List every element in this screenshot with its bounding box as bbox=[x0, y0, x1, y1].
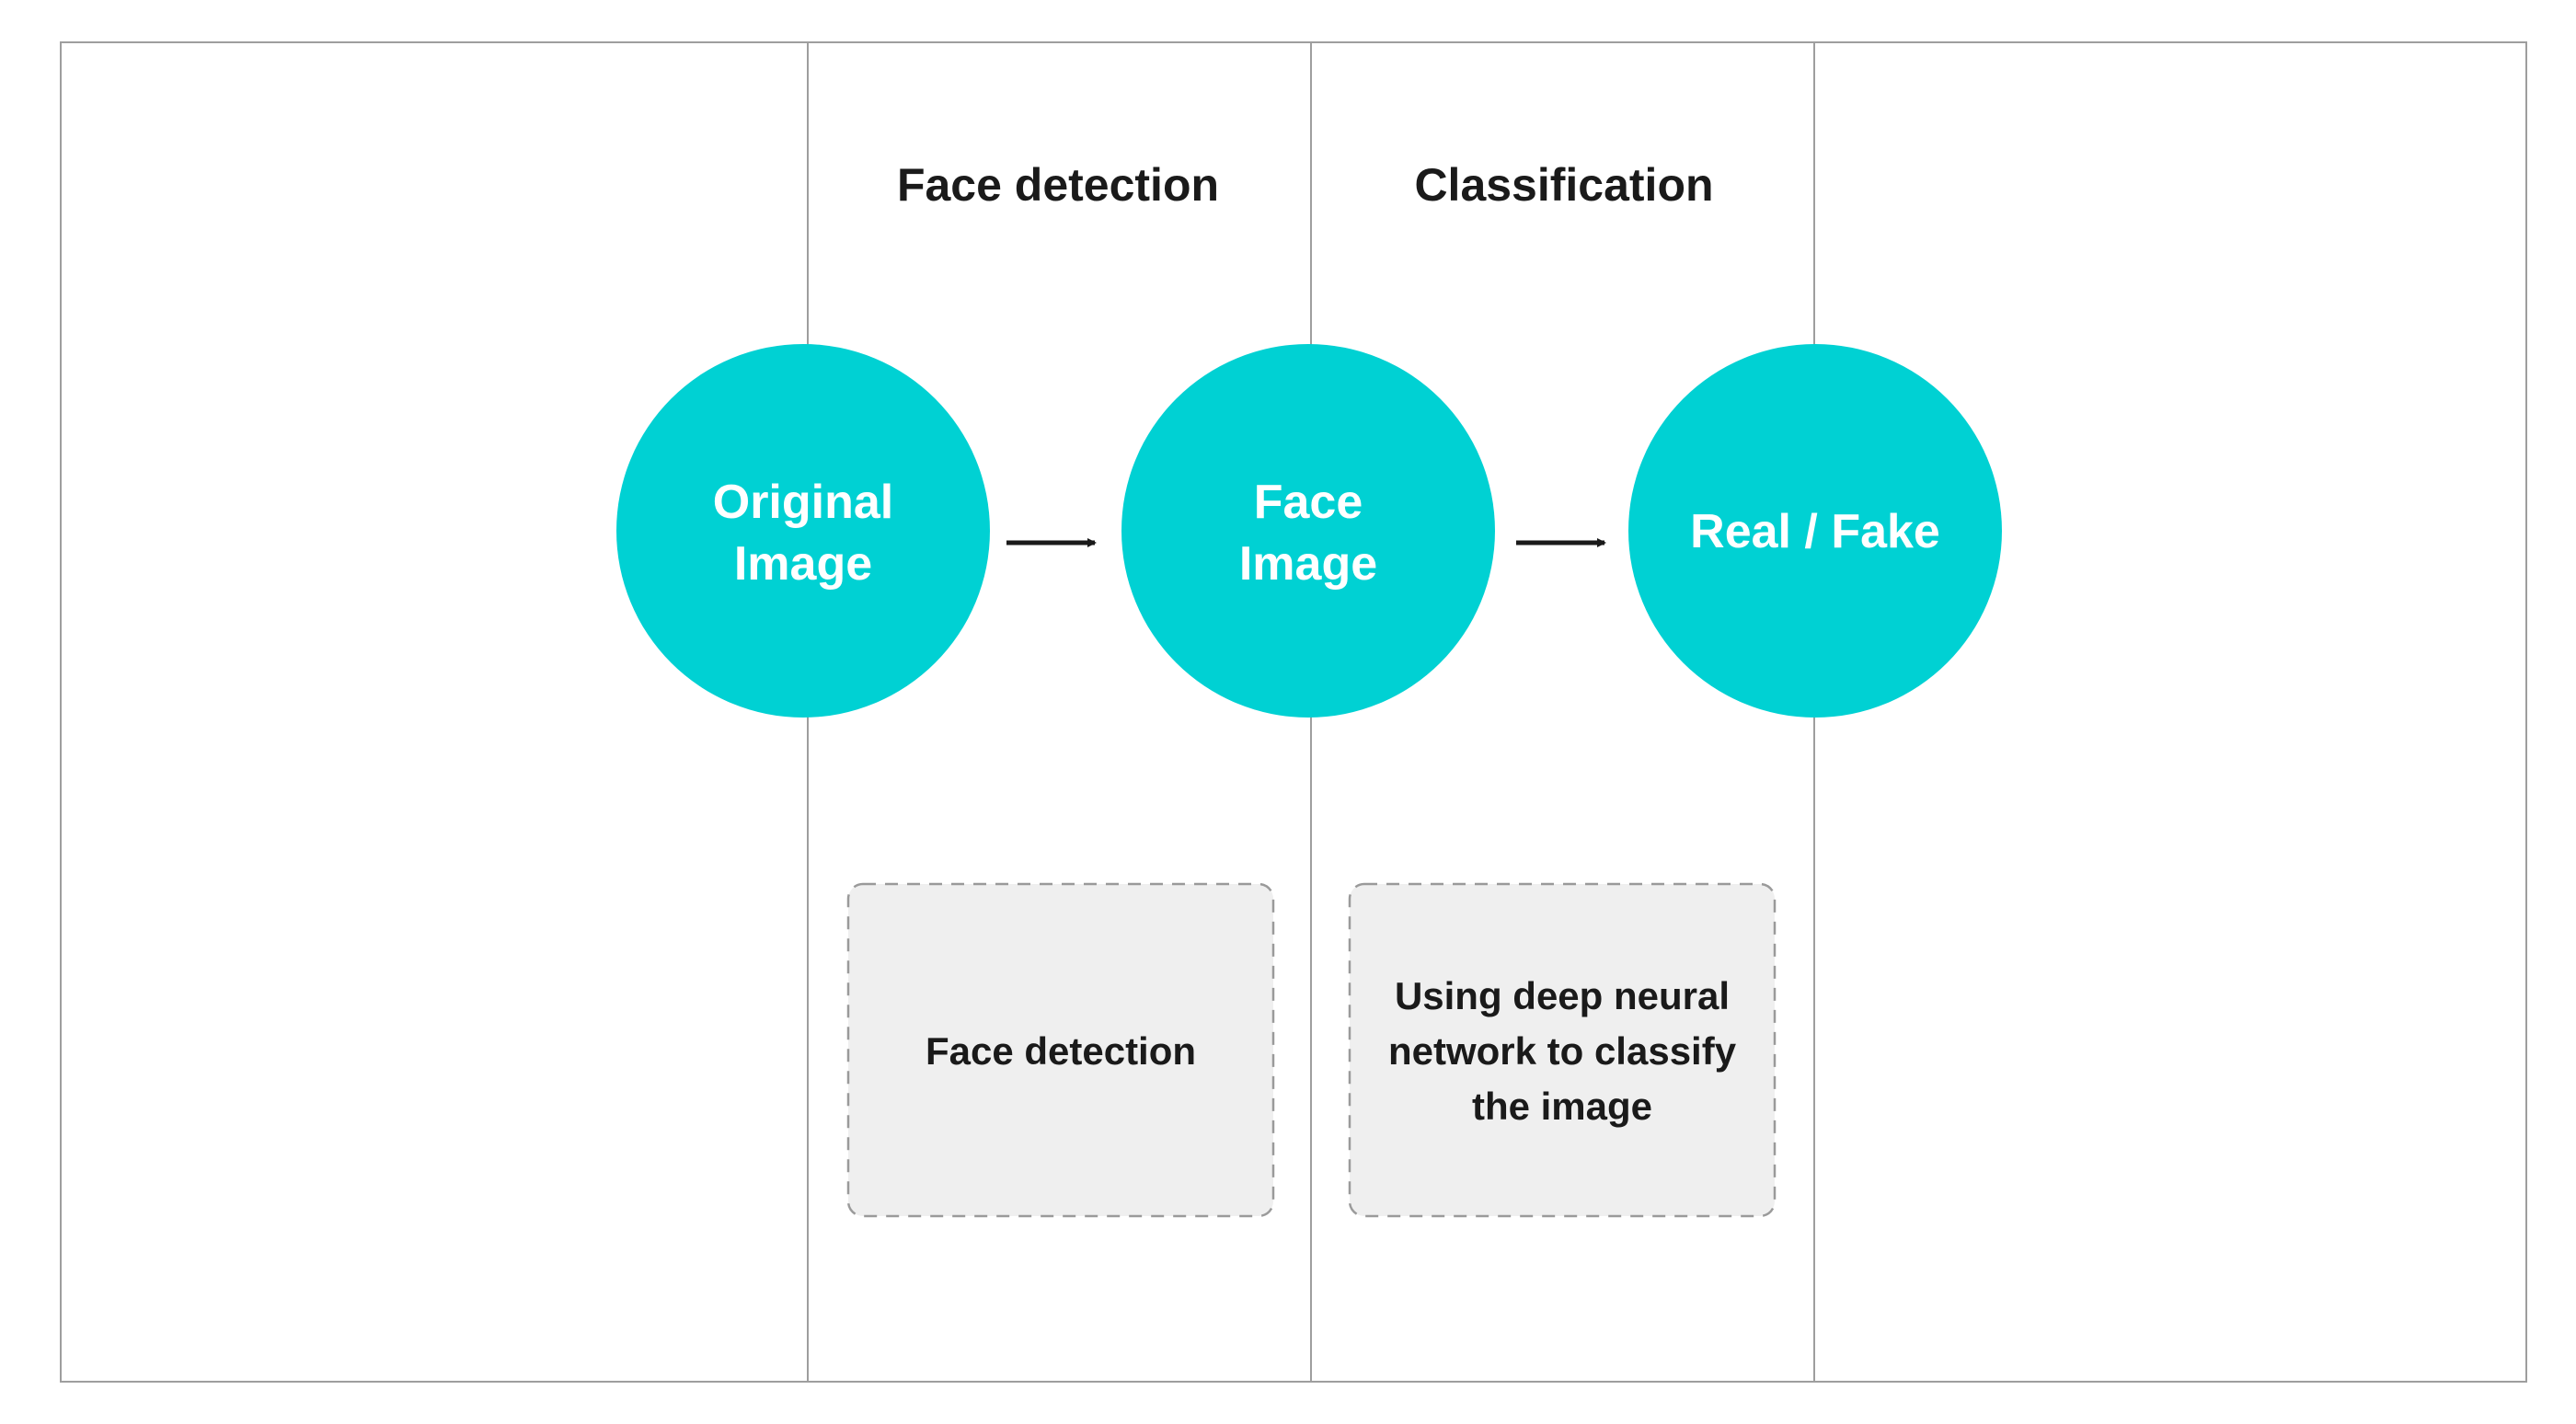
note-classification: Using deep neural network to classify th… bbox=[1348, 882, 1777, 1218]
note-line: Face detection bbox=[926, 1029, 1196, 1073]
diagram-frame bbox=[60, 41, 2527, 1383]
node-face-image: Face Image bbox=[1121, 344, 1495, 718]
column-heading-face-detection: Face detection bbox=[897, 159, 1219, 211]
note-face-detection: Face detection bbox=[846, 882, 1275, 1218]
node-original-image: Original Image bbox=[616, 344, 990, 718]
node-label: Original bbox=[713, 476, 893, 529]
node-label: Image bbox=[734, 537, 872, 591]
column-heading-classification: Classification bbox=[1414, 159, 1713, 211]
node-label: Image bbox=[1239, 537, 1377, 591]
node-real-fake: Real / Fake bbox=[1628, 344, 2002, 718]
node-label: Face bbox=[1254, 476, 1363, 529]
note-line: Using deep neural bbox=[1395, 974, 1730, 1017]
note-line: the image bbox=[1472, 1085, 1652, 1128]
note-line: network to classify bbox=[1388, 1029, 1737, 1073]
node-label: Real / Fake bbox=[1690, 505, 1940, 558]
